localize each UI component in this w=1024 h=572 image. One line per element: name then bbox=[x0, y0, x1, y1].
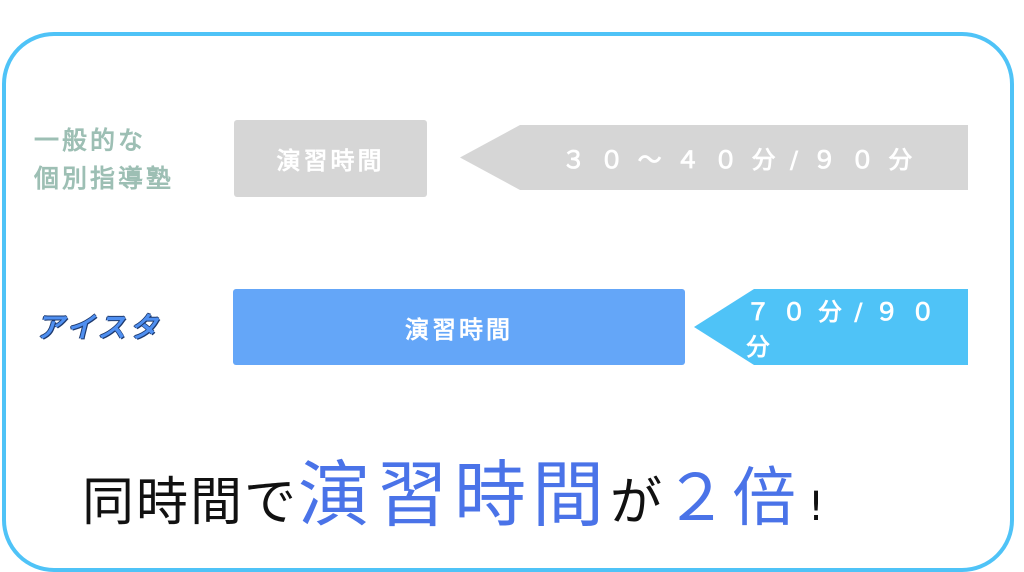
general-time-ratio: ３０〜４０分/９０分 bbox=[561, 146, 927, 174]
headline-part-same-time: 同時間で bbox=[82, 473, 299, 533]
general-practice-time-label: 演習時間 bbox=[276, 147, 385, 175]
general-juku-label: 一般的な 個別指導塾 bbox=[34, 122, 214, 198]
general-juku-label-line1: 一般的な bbox=[34, 126, 147, 155]
aista-time-arrow: ７０分/９０分 bbox=[694, 289, 968, 365]
general-practice-time-box: 演習時間 bbox=[234, 120, 427, 197]
headline-exclamation: ! bbox=[808, 484, 825, 530]
headline-part-double: ２倍 bbox=[664, 462, 801, 536]
frame-bottom-gap bbox=[38, 505, 980, 535]
general-juku-label-line2: 個別指導塾 bbox=[34, 164, 175, 193]
aista-time-ratio: ７０分/９０分 bbox=[746, 298, 947, 361]
general-time-arrow: ３０〜４０分/９０分 bbox=[460, 125, 968, 190]
headline: 同時間で 演習時間 が ２倍 ! bbox=[82, 436, 962, 537]
aista-practice-time-box: 演習時間 bbox=[233, 289, 685, 365]
aista-practice-time-label: 演習時間 bbox=[405, 315, 513, 344]
headline-part-practice-time: 演習時間 bbox=[298, 453, 611, 537]
aista-label: アイスタ bbox=[36, 311, 162, 344]
headline-part-ga: が bbox=[610, 473, 665, 533]
